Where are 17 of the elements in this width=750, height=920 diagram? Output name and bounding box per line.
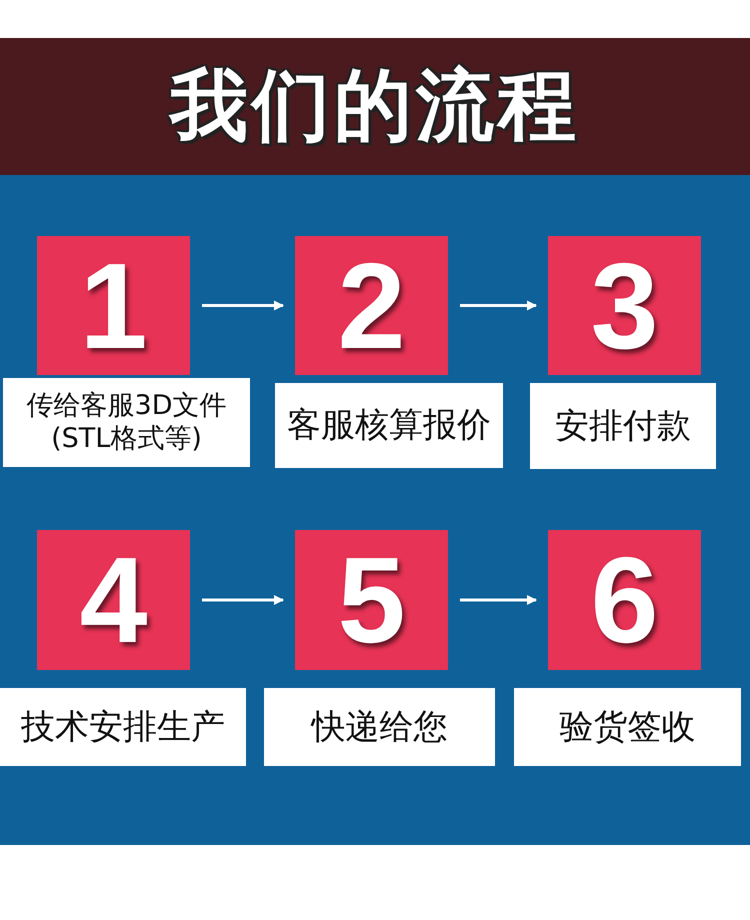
- arrow: [460, 300, 537, 310]
- step-number-box: 4: [37, 530, 190, 670]
- title: 我们的流程: [170, 60, 580, 153]
- step-number-box: 5: [295, 530, 448, 670]
- step-number-box: 2: [295, 236, 448, 375]
- step-label: 验货签收: [514, 688, 741, 766]
- step-label: 客服核算报价: [275, 383, 503, 468]
- arrow: [202, 595, 284, 605]
- step-number-box: 6: [548, 530, 701, 670]
- step-label: 传给客服3D文件 (STL格式等): [3, 378, 250, 467]
- arrow: [460, 595, 537, 605]
- step-number-box: 1: [37, 236, 190, 375]
- step-label: 技术安排生产: [0, 688, 246, 766]
- step-label: 快递给您: [264, 688, 495, 766]
- arrow: [202, 300, 284, 310]
- step-label: 安排付款: [530, 383, 716, 469]
- step-number-box: 3: [548, 236, 701, 375]
